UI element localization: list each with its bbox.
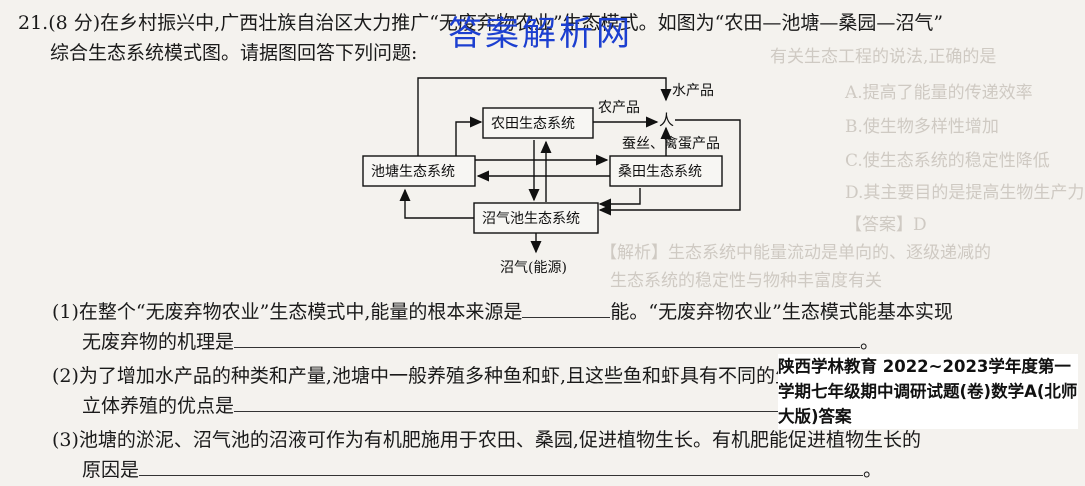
answer-blank-2[interactable] xyxy=(234,393,855,412)
ghost-text: 【答案】D xyxy=(845,215,927,235)
subquestion-3-line2-text: 原因是 xyxy=(82,459,140,481)
human-label: 人 xyxy=(659,111,674,129)
ghost-text: 【解析】生态系统中能量流动是单向的、逐级递减的 xyxy=(600,243,991,263)
arrow-pond-to-field xyxy=(455,116,483,156)
pond-box xyxy=(362,155,476,187)
silk-egg-label: 蚕丝、禽蛋产品 xyxy=(622,135,720,152)
mulberry-box-label: 桑田生态系统 xyxy=(618,164,702,180)
question-header-cont: 综合生态系统模式图。请据图回答下列问题: xyxy=(50,42,418,64)
biogas-box xyxy=(473,202,599,234)
answer-blank-1a[interactable] xyxy=(522,299,611,318)
mulberry-box xyxy=(609,155,723,187)
source-overlay-label: 陕西学林教育 2022~2023学年度第一学期七年级期中调研试题(卷)数学A(北… xyxy=(778,354,1078,429)
subquestion-2-line2: 立体养殖的优点是。 xyxy=(82,391,873,418)
arrow-mulberry-to-biogas xyxy=(598,188,641,210)
answer-blank-3[interactable] xyxy=(139,457,864,476)
field-box-label: 农田生态系统 xyxy=(491,116,575,132)
subquestion-3: (3)池塘的淤泥、沼气池的沼液可作为有机肥施用于农田、桑园,促进植物生长。有机肥… xyxy=(52,425,921,452)
watermark: 答案解析网 xyxy=(448,14,633,54)
subquestion-3-line2: 原因是 。 xyxy=(82,455,882,482)
question-header: 21.(8 分)在乡村振兴中,广西壮族自治区大力推广“无废弃物农业”生态模式。如… xyxy=(18,12,944,34)
ghost-text: 生态系统的稳定性与物种丰富度有关 xyxy=(610,271,882,291)
subquestion-1-line2-text: 无废弃物的机理是 xyxy=(82,331,235,353)
subquestion-2: (2)为了增加水产品的种类和产量,池塘中一般养殖多种鱼和虾,且这些鱼和虾具有不同… xyxy=(52,361,946,388)
arrow-pond-to-human xyxy=(417,77,672,156)
subquestion-3-text: (3)池塘的淤泥、沼气池的沼液可作为有机肥施用于农田、桑园,促进植物生长。有机肥… xyxy=(52,429,921,451)
field-box xyxy=(482,107,594,139)
subquestion-1-line2: 无废弃物的机理是 。 xyxy=(82,327,879,354)
biogas-box-label: 沼气池生态系统 xyxy=(482,211,580,227)
subquestion-1-text-mid: 能。“无废弃物农业”生态模式能基本实现 xyxy=(610,301,953,323)
ghost-text: C.使生态系统的稳定性降低 xyxy=(845,151,1050,171)
subquestion-1-text: (1)在整个“无废弃物农业”生态模式中,能量的根本来源是 xyxy=(52,301,523,323)
ghost-text: D.其主要目的是提高生物生产力 xyxy=(845,183,1085,203)
subquestion-2-line2-text: 立体养殖的优点是 xyxy=(82,395,235,417)
ghost-text: 有关生态工程的说法,正确的是 xyxy=(770,47,997,67)
arrow-biogas-to-pond xyxy=(399,188,474,219)
farm-product-label: 农产品 xyxy=(598,100,640,116)
answer-blank-1b[interactable] xyxy=(234,329,861,348)
period: 。 xyxy=(860,331,880,353)
period: 。 xyxy=(863,459,883,481)
subquestion-1: (1)在整个“无废弃物农业”生态模式中,能量的根本来源是 能。“无废弃物农业”生态… xyxy=(52,297,953,324)
arrow-human-to-biogas xyxy=(598,119,741,216)
aquatic-product-label: 水产品 xyxy=(672,83,714,99)
subquestion-2-text: (2)为了增加水产品的种类和产量,池塘中一般养殖多种鱼和虾,且这些鱼和虾具有不同… xyxy=(52,365,946,387)
ghost-text: A.提高了能量的传递效率 xyxy=(845,83,1033,103)
biogas-energy-label: 沼气(能源) xyxy=(500,260,567,276)
pond-box-label: 池塘生态系统 xyxy=(371,164,455,180)
ghost-text: B.使生物多样性增加 xyxy=(845,117,999,137)
